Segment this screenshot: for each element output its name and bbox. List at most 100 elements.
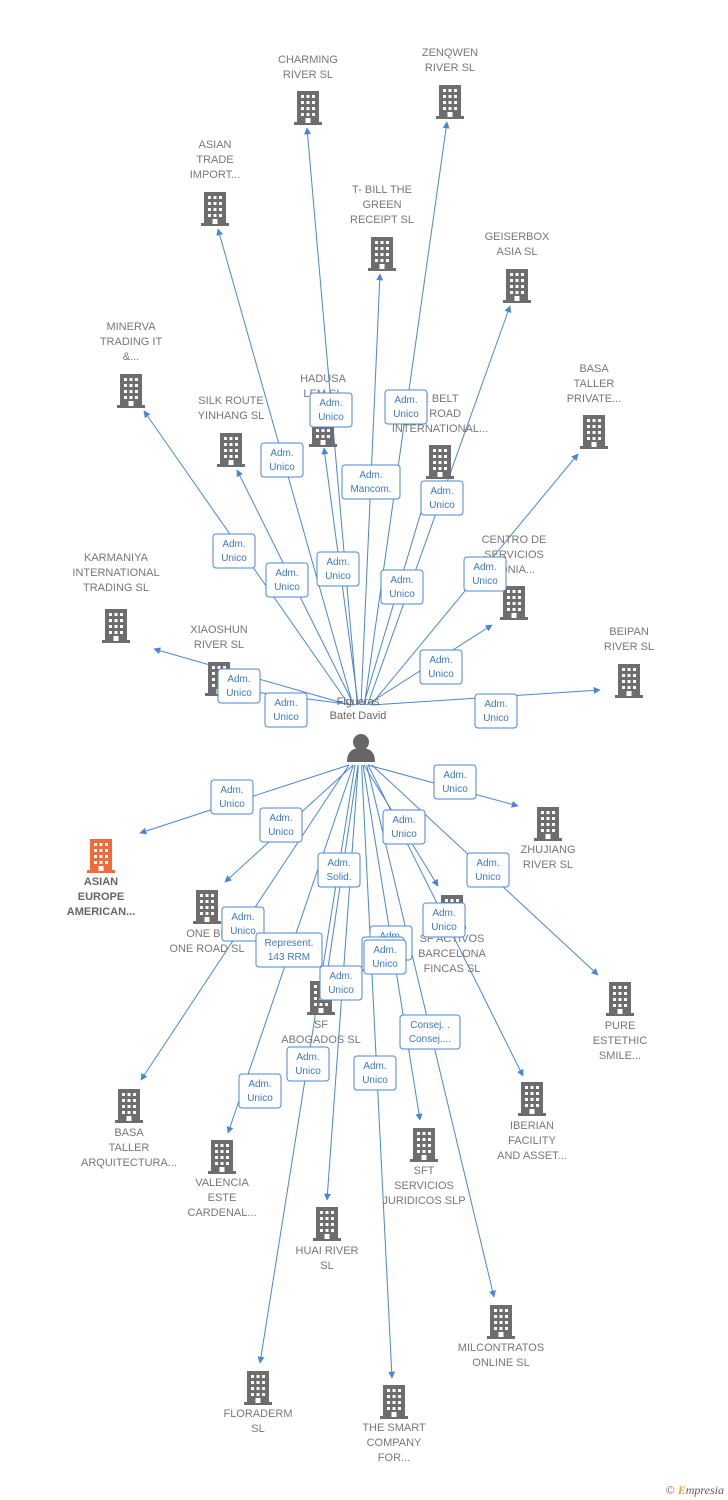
company-node-smart[interactable]: THE SMARTCOMPANYFOR... [362,1385,426,1464]
role-badge[interactable]: Adm.Unico [463,556,507,592]
company-label-geiserbox-2: ASIA SL [497,246,538,258]
company-label-pure-2: ESTETHIC [593,1035,647,1047]
role-badge[interactable]: Adm.Unico [384,389,428,425]
center-name-line-1: Figueras [337,696,380,708]
role-badge[interactable]: Adm.Unico [217,668,261,704]
company-label-floraderm-1: FLORADERM [223,1408,292,1420]
company-label-charming-1: CHARMING [278,54,338,66]
building-icon [410,1128,438,1162]
role-badge-text: Unico [325,571,351,582]
role-badge[interactable]: Represent.143 RRM [255,932,323,968]
company-label-milcontratos-1: MILCONTRATOS [458,1342,544,1354]
company-node-basaprivate[interactable]: BASATALLERPRIVATE... [567,363,622,449]
role-badge-box [363,939,407,975]
company-label-beltroad-1: E BELT [421,393,458,405]
role-badge[interactable]: Adm.Unico [316,551,360,587]
company-node-asianeurope[interactable]: ASIANEUROPEAMERICAN... [67,839,135,918]
building-icon [201,192,229,226]
role-badge-text: Adm. [231,912,254,923]
role-badge[interactable]: Adm.Unico [265,562,309,598]
building-icon [534,807,562,841]
company-node-valencia[interactable]: VALENCIAESTECARDENAL... [187,1140,257,1219]
role-badge[interactable]: Adm.Unico [259,807,303,843]
company-node-basaarq[interactable]: BASATALLERARQUITECTURA... [81,1089,177,1169]
role-badge-box [286,1046,330,1082]
role-badge-text: Unico [389,589,415,600]
company-label-silkroute-2: YINHANG SL [198,410,265,422]
role-badge-text: Unico [442,784,468,795]
role-badge-box [433,764,477,800]
role-badge-text: Unico [273,712,299,723]
role-badge[interactable]: Adm.Unico [382,809,426,845]
company-label-xiaoshun-1: XIAOSHUN [190,624,248,636]
company-node-asiantrade[interactable]: ASIANTRADEIMPORT... [190,139,241,226]
role-badge[interactable]: Adm.Unico [286,1046,330,1082]
role-badge[interactable]: Adm.Unico [319,965,363,1001]
center-name-line-2: Batet David [330,710,387,722]
company-label-hadusa-1: HADUSA [300,373,347,385]
role-badge[interactable]: Adm.Unico [264,692,308,728]
role-badge-text: Adm. [430,486,453,497]
building-icon [615,664,643,698]
role-badge-text: Unico [431,922,457,933]
role-badge[interactable]: Adm.Unico [260,442,304,478]
role-badge[interactable]: Adm.Unico [221,906,265,942]
center-person[interactable]: Figueras Batet David [330,696,387,762]
role-badge[interactable]: Adm.Unico [420,480,464,516]
role-badge-text: Unico [472,576,498,587]
copyright-symbol: © [665,1483,675,1497]
company-node-pure[interactable]: PUREESTETHICSMILE... [593,982,647,1062]
company-label-iberian-1: IBERIAN [510,1120,554,1132]
role-badge-text: Unico [483,713,509,724]
company-label-karmaniya-2: INTERNATIONAL [72,567,159,579]
role-badge[interactable]: Adm.Unico [466,852,510,888]
role-badge-text: Adm. [429,655,452,666]
role-badge-box [221,906,265,942]
role-badge-text: 143 RRM [268,952,310,963]
role-badge[interactable]: Adm.Unico [380,569,424,605]
role-badge[interactable]: Adm.Mancom. [341,464,401,500]
role-badge[interactable]: Adm.Unico [422,902,466,938]
role-badge[interactable]: Adm. Unico [433,764,477,800]
role-badge-text: Adm. [220,785,243,796]
role-badge-text: Unico [318,412,344,423]
role-badge[interactable]: Adm.Unico [353,1055,397,1091]
role-badge-text: Adm. [443,770,466,781]
role-badge-box [380,569,424,605]
role-badge[interactable]: Adm.Unico [474,693,518,729]
building-icon [244,1371,272,1405]
role-badge[interactable]: Adm.Unico [309,392,353,428]
company-label-minerva-3: &... [123,351,140,363]
role-badge-box [463,556,507,592]
role-badge[interactable]: Consej. .Consej.... [399,1014,461,1050]
role-badge-box [422,902,466,938]
role-badge-box [466,852,510,888]
role-badge[interactable]: Adm.Solid. [317,852,361,888]
role-badge[interactable]: Adm.Unico [212,533,256,569]
company-label-basaprivate-3: PRIVATE... [567,393,622,405]
role-badge-text: Unico [226,688,252,699]
role-badge[interactable]: Adm.Unico [210,779,254,815]
role-badge[interactable]: Adm.Unico [238,1073,282,1109]
role-badge[interactable]: Adm.Unico [363,939,407,975]
role-badge[interactable]: Adm.Unico [419,649,463,685]
role-badge-text: Adm. [329,971,352,982]
